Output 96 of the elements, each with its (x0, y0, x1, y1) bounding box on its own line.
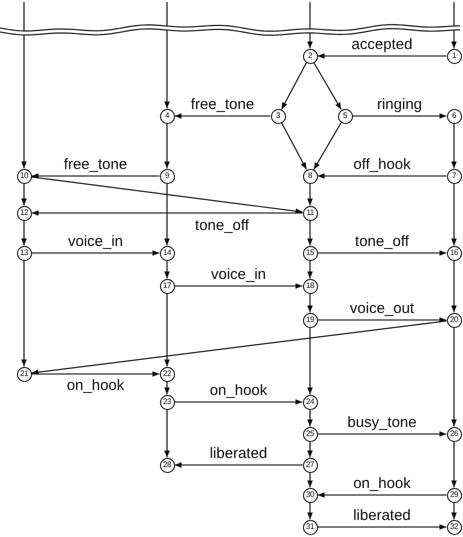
edge-label: off_hook (352, 157, 412, 173)
arrow (451, 502, 457, 520)
arrow (281, 122, 307, 170)
arrow (307, 410, 313, 426)
arrow (318, 317, 446, 323)
edge-label: voice_out (348, 301, 416, 317)
arrow (318, 53, 446, 59)
arrow (352, 113, 446, 119)
state-circle: 20 (446, 312, 462, 328)
arrow (21, 260, 27, 366)
state-circle: 5 (338, 108, 352, 124)
arrow (307, 502, 313, 520)
arrow (32, 250, 160, 256)
arrow (31, 320, 447, 375)
arrow (451, 328, 457, 426)
state-circle: 29 (446, 488, 462, 502)
arrow (307, 472, 313, 488)
arrow (307, 184, 313, 206)
arrow (32, 210, 302, 216)
arrow (164, 410, 170, 458)
state-circle: 10 (16, 168, 32, 184)
arrow (174, 113, 270, 119)
state-circle: 32 (446, 520, 462, 534)
arrow (21, 220, 27, 246)
arrow (307, 220, 313, 246)
arrow (164, 294, 170, 366)
arrow (451, 184, 457, 246)
arrow (318, 250, 446, 256)
arrow (307, 260, 313, 278)
state-circle: 31 (302, 520, 318, 534)
arrow (451, 260, 457, 312)
state-circle: 6 (446, 108, 462, 124)
edge-label: ringing (376, 97, 424, 113)
state-circle: 28 (160, 458, 174, 472)
arrow (21, 184, 27, 206)
arrow (32, 371, 160, 377)
edge-label: accepted (350, 37, 414, 53)
edge-label: on_hook (66, 378, 126, 394)
arrow (313, 122, 342, 170)
state-circle: 21 (16, 366, 32, 382)
state-circle: 25 (302, 426, 318, 442)
state-circle: 18 (302, 278, 318, 294)
state-circle: 11 (302, 206, 318, 220)
edge-label: on_hook (208, 383, 268, 399)
state-circle: 17 (160, 278, 174, 294)
arrow (164, 382, 170, 394)
arrow (32, 173, 160, 179)
edge-label: tone_off (354, 234, 410, 250)
arrow (307, 328, 313, 394)
state-circle: 23 (160, 394, 174, 410)
arrow (318, 431, 446, 437)
arrow (164, 124, 170, 168)
arrow (451, 124, 457, 168)
arrow (313, 62, 342, 110)
arrow (307, 442, 313, 458)
arrow (164, 184, 170, 246)
arrow (164, 260, 170, 278)
edge-label: voice_in (210, 267, 268, 283)
state-circle: 7 (446, 168, 462, 184)
state-circle: 2 (302, 48, 318, 64)
state-circle: 13 (16, 246, 32, 260)
edge-label: voice_in (66, 234, 124, 250)
edge-label: tone_off (194, 218, 250, 234)
arrow (174, 283, 302, 289)
edge-label: on_hook (352, 476, 412, 492)
state-circle: 9 (160, 168, 174, 184)
arrow (281, 62, 307, 110)
arrow (318, 492, 446, 498)
state-circle: 12 (16, 206, 32, 220)
arrow (307, 294, 313, 312)
arrow (174, 399, 302, 405)
edge-label: busy_tone (346, 415, 418, 431)
state-circle: 26 (446, 426, 462, 442)
arrow (451, 442, 457, 488)
arrow (31, 176, 303, 214)
edge-label: free_tone (190, 97, 256, 113)
state-circle: 22 (160, 366, 174, 382)
arrow (318, 524, 446, 530)
state-circle: 16 (446, 246, 462, 260)
arrow (174, 462, 302, 468)
state-circle: 14 (160, 246, 174, 260)
state-circle: 15 (302, 246, 318, 260)
state-circle: 3 (270, 108, 286, 124)
state-circle: 19 (302, 312, 318, 328)
arrow (307, 2, 313, 48)
edge-label: free_tone (62, 157, 128, 173)
arrow (21, 2, 27, 168)
arrow (164, 2, 170, 108)
arrow (318, 173, 446, 179)
arrow (451, 2, 457, 48)
state-circle: 30 (302, 488, 318, 502)
state-circle: 4 (160, 108, 174, 124)
state-circle: 8 (302, 168, 318, 184)
state-circle: 1 (446, 48, 462, 64)
state-circle: 27 (302, 458, 318, 472)
state-circle: 24 (302, 394, 318, 410)
